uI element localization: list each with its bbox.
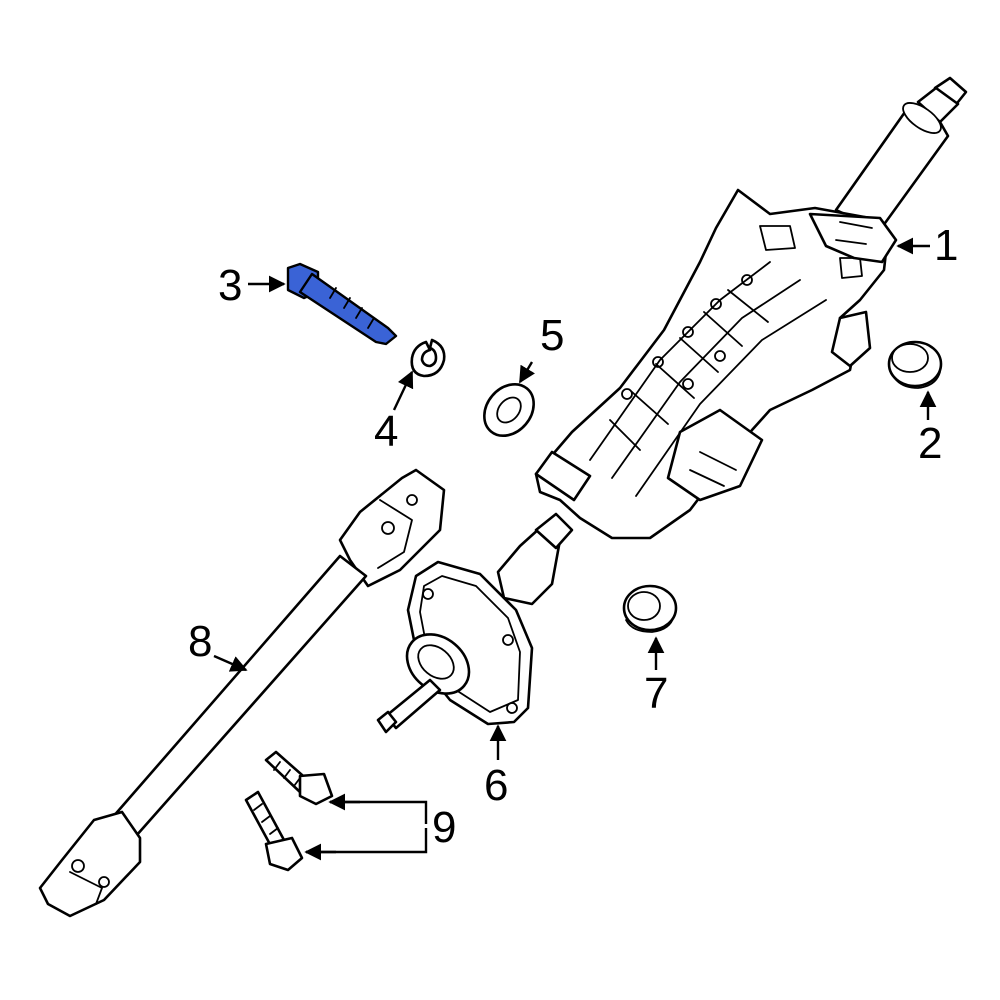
callout-4: 4: [374, 407, 398, 456]
column-bolt[interactable]: [286, 262, 398, 346]
bolt-9-lower[interactable]: [244, 790, 304, 872]
callout-6: 6: [484, 761, 508, 810]
washer-5[interactable]: [474, 374, 544, 445]
leader-lines: [213, 237, 937, 861]
callout-9: 9: [432, 803, 456, 852]
bolt-9-upper[interactable]: [264, 750, 334, 806]
steering-column-assembly[interactable]: [534, 76, 968, 540]
callout-5: 5: [540, 311, 564, 360]
callout-8: 8: [188, 617, 212, 666]
grommet-2[interactable]: [887, 340, 943, 389]
intermediate-shaft[interactable]: [38, 468, 446, 918]
callout-3: 3: [218, 261, 242, 310]
callout-7: 7: [644, 669, 668, 718]
callout-1: 1: [934, 221, 958, 270]
column-boot-seal[interactable]: [376, 512, 574, 734]
callout-2: 2: [918, 419, 942, 468]
retaining-clip-4[interactable]: [410, 338, 446, 378]
grommet-7[interactable]: [622, 584, 678, 633]
